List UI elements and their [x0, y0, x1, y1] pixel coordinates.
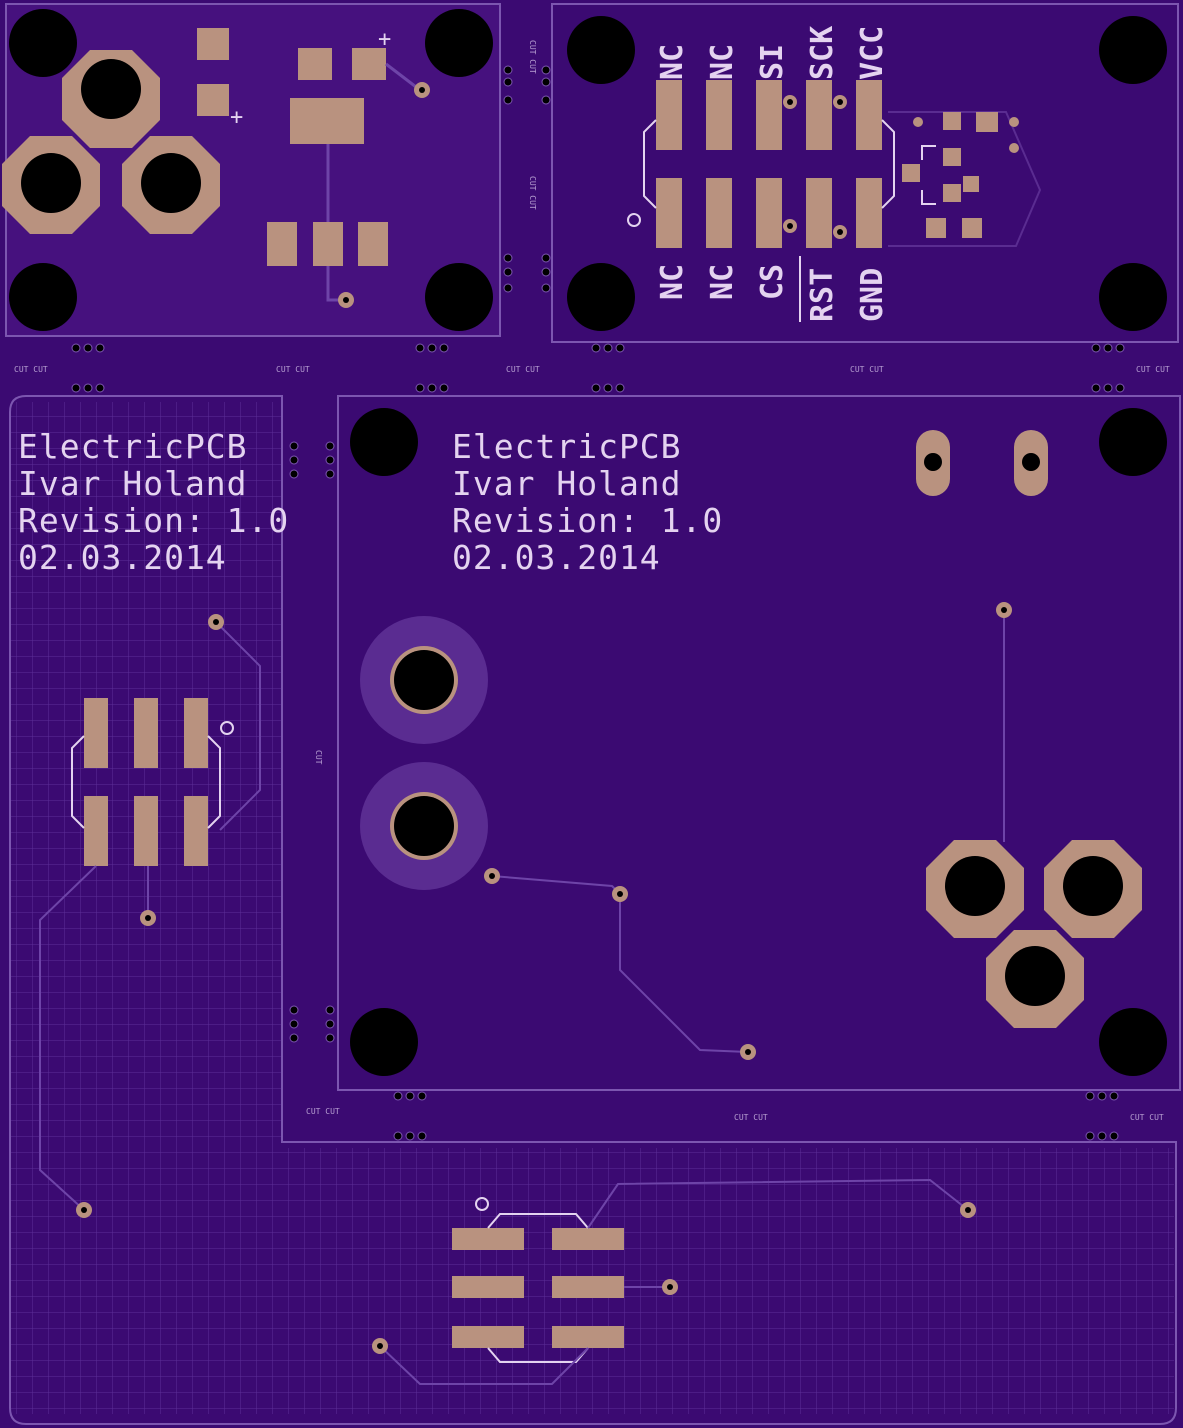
cut-label-1: CUT CUT — [14, 365, 48, 374]
connector-vias — [627, 95, 847, 239]
cut-label-9: CUT CUT — [528, 40, 537, 74]
left-text-line3: Revision: 1.0 — [18, 501, 289, 540]
pin-label-top-4: SCK — [805, 26, 840, 80]
cut-label-3: CUT CUT — [506, 365, 540, 374]
main-large-holes — [360, 616, 488, 890]
left-text-line2: Ivar Holand — [18, 464, 248, 503]
pin-label-top-3: SI — [755, 44, 790, 80]
main-jack-pads — [926, 840, 1142, 1028]
main-text-line2: Ivar Holand — [452, 464, 682, 503]
bottom-header-pads — [452, 1228, 624, 1348]
cut-labels: CUT CUT CUT CUT CUT CUT CUT CUT CUT CUT … — [14, 40, 1170, 1122]
power-smd-pads — [197, 28, 388, 266]
pin-label-bottom-3: CS — [755, 264, 790, 300]
mounting-holes — [9, 9, 1167, 1076]
pin-label-bottom-1: NC — [655, 264, 690, 300]
cut-label-11: CUT — [314, 750, 323, 765]
pin-label-bottom-2: NC — [705, 264, 740, 300]
main-vias — [484, 602, 1012, 1060]
sensor-ic — [888, 111, 1042, 247]
main-text-line3: Revision: 1.0 — [452, 501, 723, 540]
plus-sign-a: + — [230, 105, 243, 130]
connector-pin-labels-top: NC NC SI SCK VCC — [655, 26, 890, 80]
bottom-vias — [372, 1202, 976, 1354]
main-text-line1: ElectricPCB — [452, 427, 682, 466]
cut-label-8: CUT CUT — [1130, 1113, 1164, 1122]
cut-label-2: CUT CUT — [276, 365, 310, 374]
main-text-line4: 02.03.2014 — [452, 538, 661, 577]
power-jack-pads — [2, 50, 220, 234]
cut-label-4: CUT CUT — [850, 365, 884, 374]
left-vias — [76, 614, 224, 1218]
pin-label-top-5: VCC — [855, 26, 890, 80]
main-traces — [491, 610, 1005, 1053]
left-header-outline — [71, 721, 234, 829]
cut-label-10: CUT CUT — [528, 176, 537, 210]
left-traces — [39, 621, 261, 1211]
pin-label-bottom-4: RST — [805, 268, 840, 322]
left-module-text: ElectricPCB Ivar Holand Revision: 1.0 02… — [18, 427, 289, 577]
pin-label-top-2: NC — [705, 44, 740, 80]
connector-pin-labels-bottom: NC NC CS RST GND — [655, 264, 890, 322]
module-connector — [551, 3, 1179, 343]
main-module-text: ElectricPCB Ivar Holand Revision: 1.0 02… — [452, 427, 723, 577]
main-slot-pads — [916, 430, 1048, 496]
breakoff-tabs — [71, 65, 1125, 1141]
pin-label-bottom-5: GND — [855, 268, 890, 322]
cut-label-6: CUT CUT — [306, 1107, 340, 1116]
connector-outline — [643, 119, 895, 209]
cut-label-7: CUT CUT — [734, 1113, 768, 1122]
left-text-line1: ElectricPCB — [18, 427, 248, 466]
plus-sign-b: + — [378, 27, 391, 52]
pin-label-top-1: NC — [655, 44, 690, 80]
left-header-pads — [84, 698, 208, 866]
power-vias — [338, 82, 430, 308]
left-text-line4: 02.03.2014 — [18, 538, 227, 577]
connector-pads — [656, 80, 882, 248]
cut-label-5: CUT CUT — [1136, 365, 1170, 374]
board-outline-left — [9, 395, 1177, 1425]
